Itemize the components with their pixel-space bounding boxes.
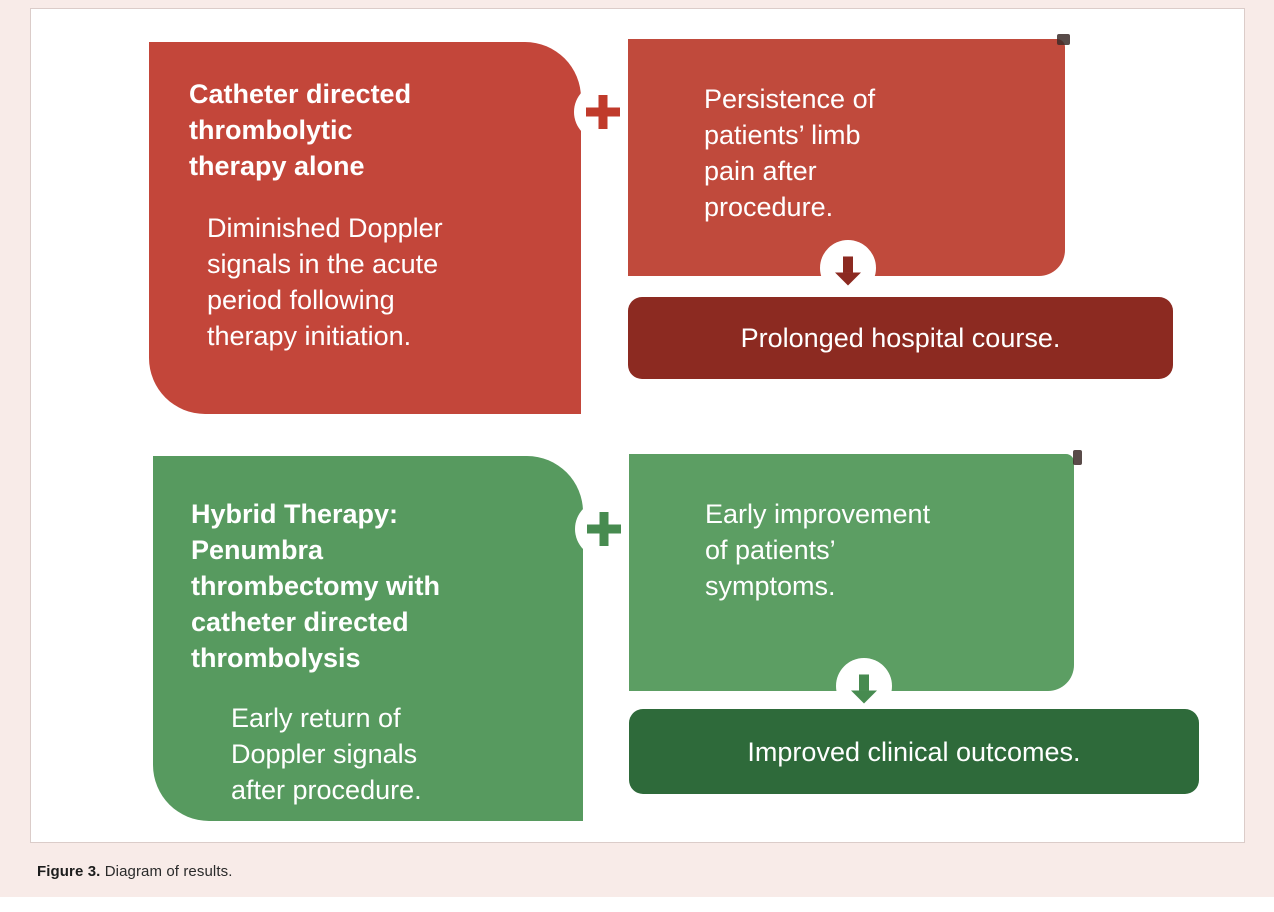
cdt-symptom-text: Persistence of patients’ limb pain after… (704, 84, 876, 222)
down-arrow-icon (843, 256, 853, 273)
cdt-outcome-text: Prolonged hospital course. (740, 323, 1061, 353)
hybrid-therapy-box: Hybrid Therapy: Penumbra thrombectomy wi… (153, 456, 583, 821)
cdt-symptom-box: Persistence of patients’ limb pain after… (628, 39, 1065, 276)
plus-icon (575, 500, 633, 558)
hybrid-symptom-box: Early improvement of patients’ symptoms. (629, 454, 1074, 691)
hybrid-therapy-body: Early return of Doppler signals after pr… (231, 703, 422, 805)
page-margin (0, 897, 1274, 912)
figure-panel: Catheter directed thrombolytic therapy a… (30, 8, 1245, 843)
hybrid-outcome-box: Improved clinical outcomes. (629, 709, 1199, 794)
hybrid-therapy-title: Hybrid Therapy: Penumbra thrombectomy wi… (191, 499, 441, 673)
cdt-therapy-title: Catheter directed thrombolytic therapy a… (189, 79, 412, 181)
plus-icon (574, 83, 632, 141)
plus-circle-red (574, 83, 632, 141)
cdt-therapy-body: Diminished Doppler signals in the acute … (207, 213, 443, 351)
down-arrow-circle-green (836, 658, 892, 714)
down-arrow-icon (859, 674, 869, 691)
figure-caption-label: Figure 3. (37, 863, 101, 880)
cdt-therapy-box: Catheter directed thrombolytic therapy a… (149, 42, 581, 414)
print-artifact-mark (1073, 450, 1082, 465)
hybrid-symptom-text: Early improvement of patients’ symptoms. (705, 499, 931, 601)
hybrid-outcome-text: Improved clinical outcomes. (747, 736, 1081, 767)
down-arrow-circle-red (820, 240, 876, 296)
cdt-outcome-box: Prolonged hospital course. (628, 297, 1173, 379)
print-artifact-mark (1057, 34, 1070, 45)
figure-caption: Figure 3. Diagram of results. (37, 863, 232, 880)
plus-circle-green (575, 500, 633, 558)
figure-caption-text: Diagram of results. (104, 863, 233, 880)
